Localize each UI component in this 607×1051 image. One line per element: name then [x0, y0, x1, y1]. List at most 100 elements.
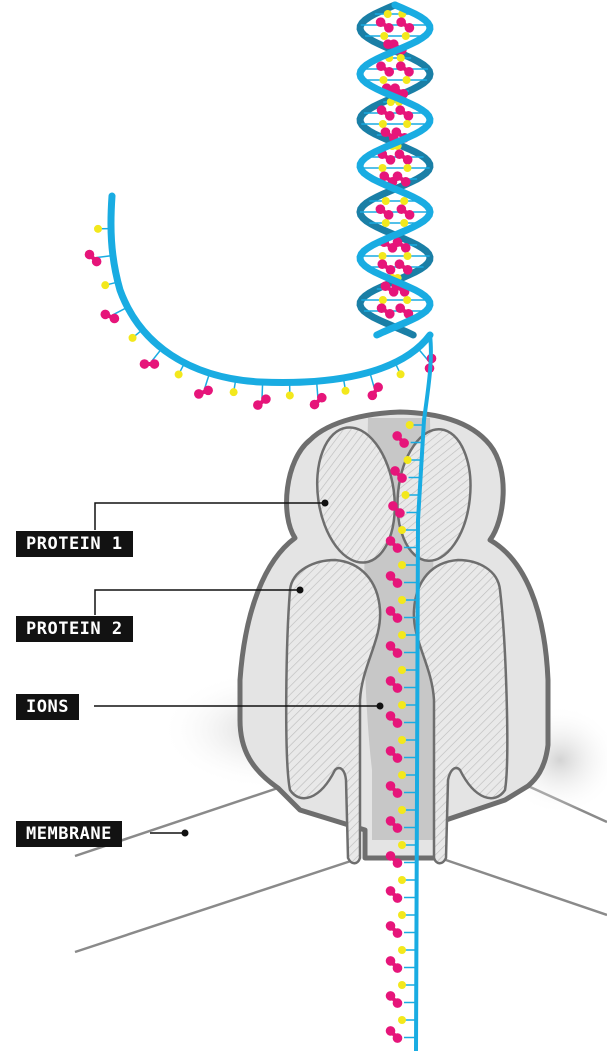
arc-yellow-base	[129, 334, 137, 342]
yellow-base	[382, 197, 390, 205]
magenta-base-a	[377, 105, 387, 115]
channel-magenta-base-a	[386, 921, 396, 931]
ions-leader-dot	[377, 703, 384, 710]
arc-magenta-base	[85, 250, 102, 267]
arc-yellow-base	[342, 387, 350, 395]
arc-magenta-base	[310, 393, 327, 409]
channel-magenta-base-b	[393, 928, 403, 938]
yellow-base	[380, 32, 388, 40]
arc-magenta-base-a	[150, 359, 160, 369]
channel-magenta-base-b	[393, 648, 403, 658]
arc-yellow-base	[101, 281, 109, 289]
magenta-base-b	[403, 155, 413, 165]
channel-yellow-base	[398, 771, 406, 779]
channel-magenta-base-a	[386, 781, 396, 791]
magenta-base-a	[381, 127, 391, 137]
yellow-base	[400, 219, 408, 227]
channel-yellow-base	[398, 841, 406, 849]
channel-magenta-base-b	[393, 893, 403, 903]
channel-magenta-base	[386, 921, 403, 938]
magenta-base-a	[376, 61, 386, 71]
channel-yellow-base	[398, 736, 406, 744]
arc-magenta-base-b	[85, 250, 95, 260]
channel-magenta-base-a	[386, 641, 396, 651]
channel-yellow-base	[398, 666, 406, 674]
channel-yellow-base	[398, 806, 406, 814]
magenta-base-a	[377, 303, 387, 313]
magenta-base	[377, 303, 395, 318]
yellow-base	[379, 252, 387, 260]
arc-yellow-base	[230, 388, 238, 396]
arc-magenta-base	[368, 382, 383, 400]
magenta-base-a	[397, 204, 407, 214]
yellow-base	[397, 54, 405, 62]
membrane-bottom-right-line	[440, 858, 607, 915]
arc-magenta-base-b	[310, 400, 320, 410]
channel-magenta-base-b	[393, 753, 403, 763]
membrane-leader-dot	[182, 830, 189, 837]
magenta-base	[396, 61, 414, 76]
channel-magenta-base-a	[386, 571, 396, 581]
arc-yellow-base	[175, 370, 183, 378]
magenta-base-a	[381, 281, 391, 291]
magenta-base-a	[390, 83, 400, 93]
yellow-base	[384, 10, 392, 18]
channel-yellow-base	[406, 421, 414, 429]
label-protein-1: PROTEIN 1	[16, 531, 133, 557]
channel-magenta-base-a	[392, 431, 402, 441]
magenta-base	[376, 17, 394, 32]
arc-magenta-base-b	[368, 391, 378, 401]
magenta-base-a	[395, 303, 405, 313]
membrane-bottom-left-line	[75, 858, 360, 952]
yellow-base	[379, 76, 387, 84]
channel-yellow-base	[398, 631, 406, 639]
arc-base-stub	[262, 382, 263, 398]
magenta-base-b	[386, 265, 396, 275]
channel-yellow-base	[398, 596, 406, 604]
arc-magenta-base-a	[92, 257, 102, 267]
channel-yellow-base	[398, 876, 406, 884]
arc-magenta-base	[194, 386, 213, 399]
arc-base-stub	[418, 348, 428, 360]
arc-magenta-base	[100, 310, 119, 324]
channel-yellow-base	[398, 911, 406, 919]
channel-magenta-base-a	[386, 606, 396, 616]
magenta-base	[377, 105, 395, 120]
yellow-base	[403, 252, 411, 260]
channel-magenta-base-b	[393, 718, 403, 728]
channel-yellow-base	[398, 561, 406, 569]
magenta-base-b	[404, 67, 414, 77]
magenta-base	[395, 303, 413, 318]
channel-magenta-base-b	[397, 473, 407, 483]
arc-magenta-base-a	[110, 314, 120, 324]
yellow-base	[379, 120, 387, 128]
channel-yellow-base	[398, 701, 406, 709]
magenta-base-a	[376, 204, 386, 214]
arc-yellow-base	[286, 391, 294, 399]
magenta-base-b	[385, 309, 395, 319]
magenta-base-a	[392, 127, 402, 137]
channel-magenta-base-b	[395, 508, 405, 518]
yellow-base	[379, 164, 387, 172]
magenta-base	[396, 17, 414, 32]
channel-magenta-base-a	[386, 851, 396, 861]
channel-magenta-base-a	[390, 466, 400, 476]
channel-magenta-base-a	[386, 711, 396, 721]
magenta-base-b	[405, 23, 415, 33]
arc-yellow-base	[397, 370, 405, 378]
magenta-base-b	[386, 155, 396, 165]
magenta-base	[395, 259, 413, 274]
arc-magenta-base	[253, 394, 271, 410]
arc-magenta-base	[140, 359, 160, 369]
label-protein-2: PROTEIN 2	[16, 616, 133, 642]
magenta-base-a	[395, 149, 405, 159]
arc-magenta-base-a	[261, 394, 271, 404]
channel-magenta-base-b	[393, 963, 403, 973]
magenta-base-b	[403, 265, 413, 275]
channel-yellow-base	[398, 981, 406, 989]
label-ions: IONS	[16, 694, 79, 720]
arc-base-stub	[113, 307, 127, 314]
magenta-base-a	[395, 105, 405, 115]
